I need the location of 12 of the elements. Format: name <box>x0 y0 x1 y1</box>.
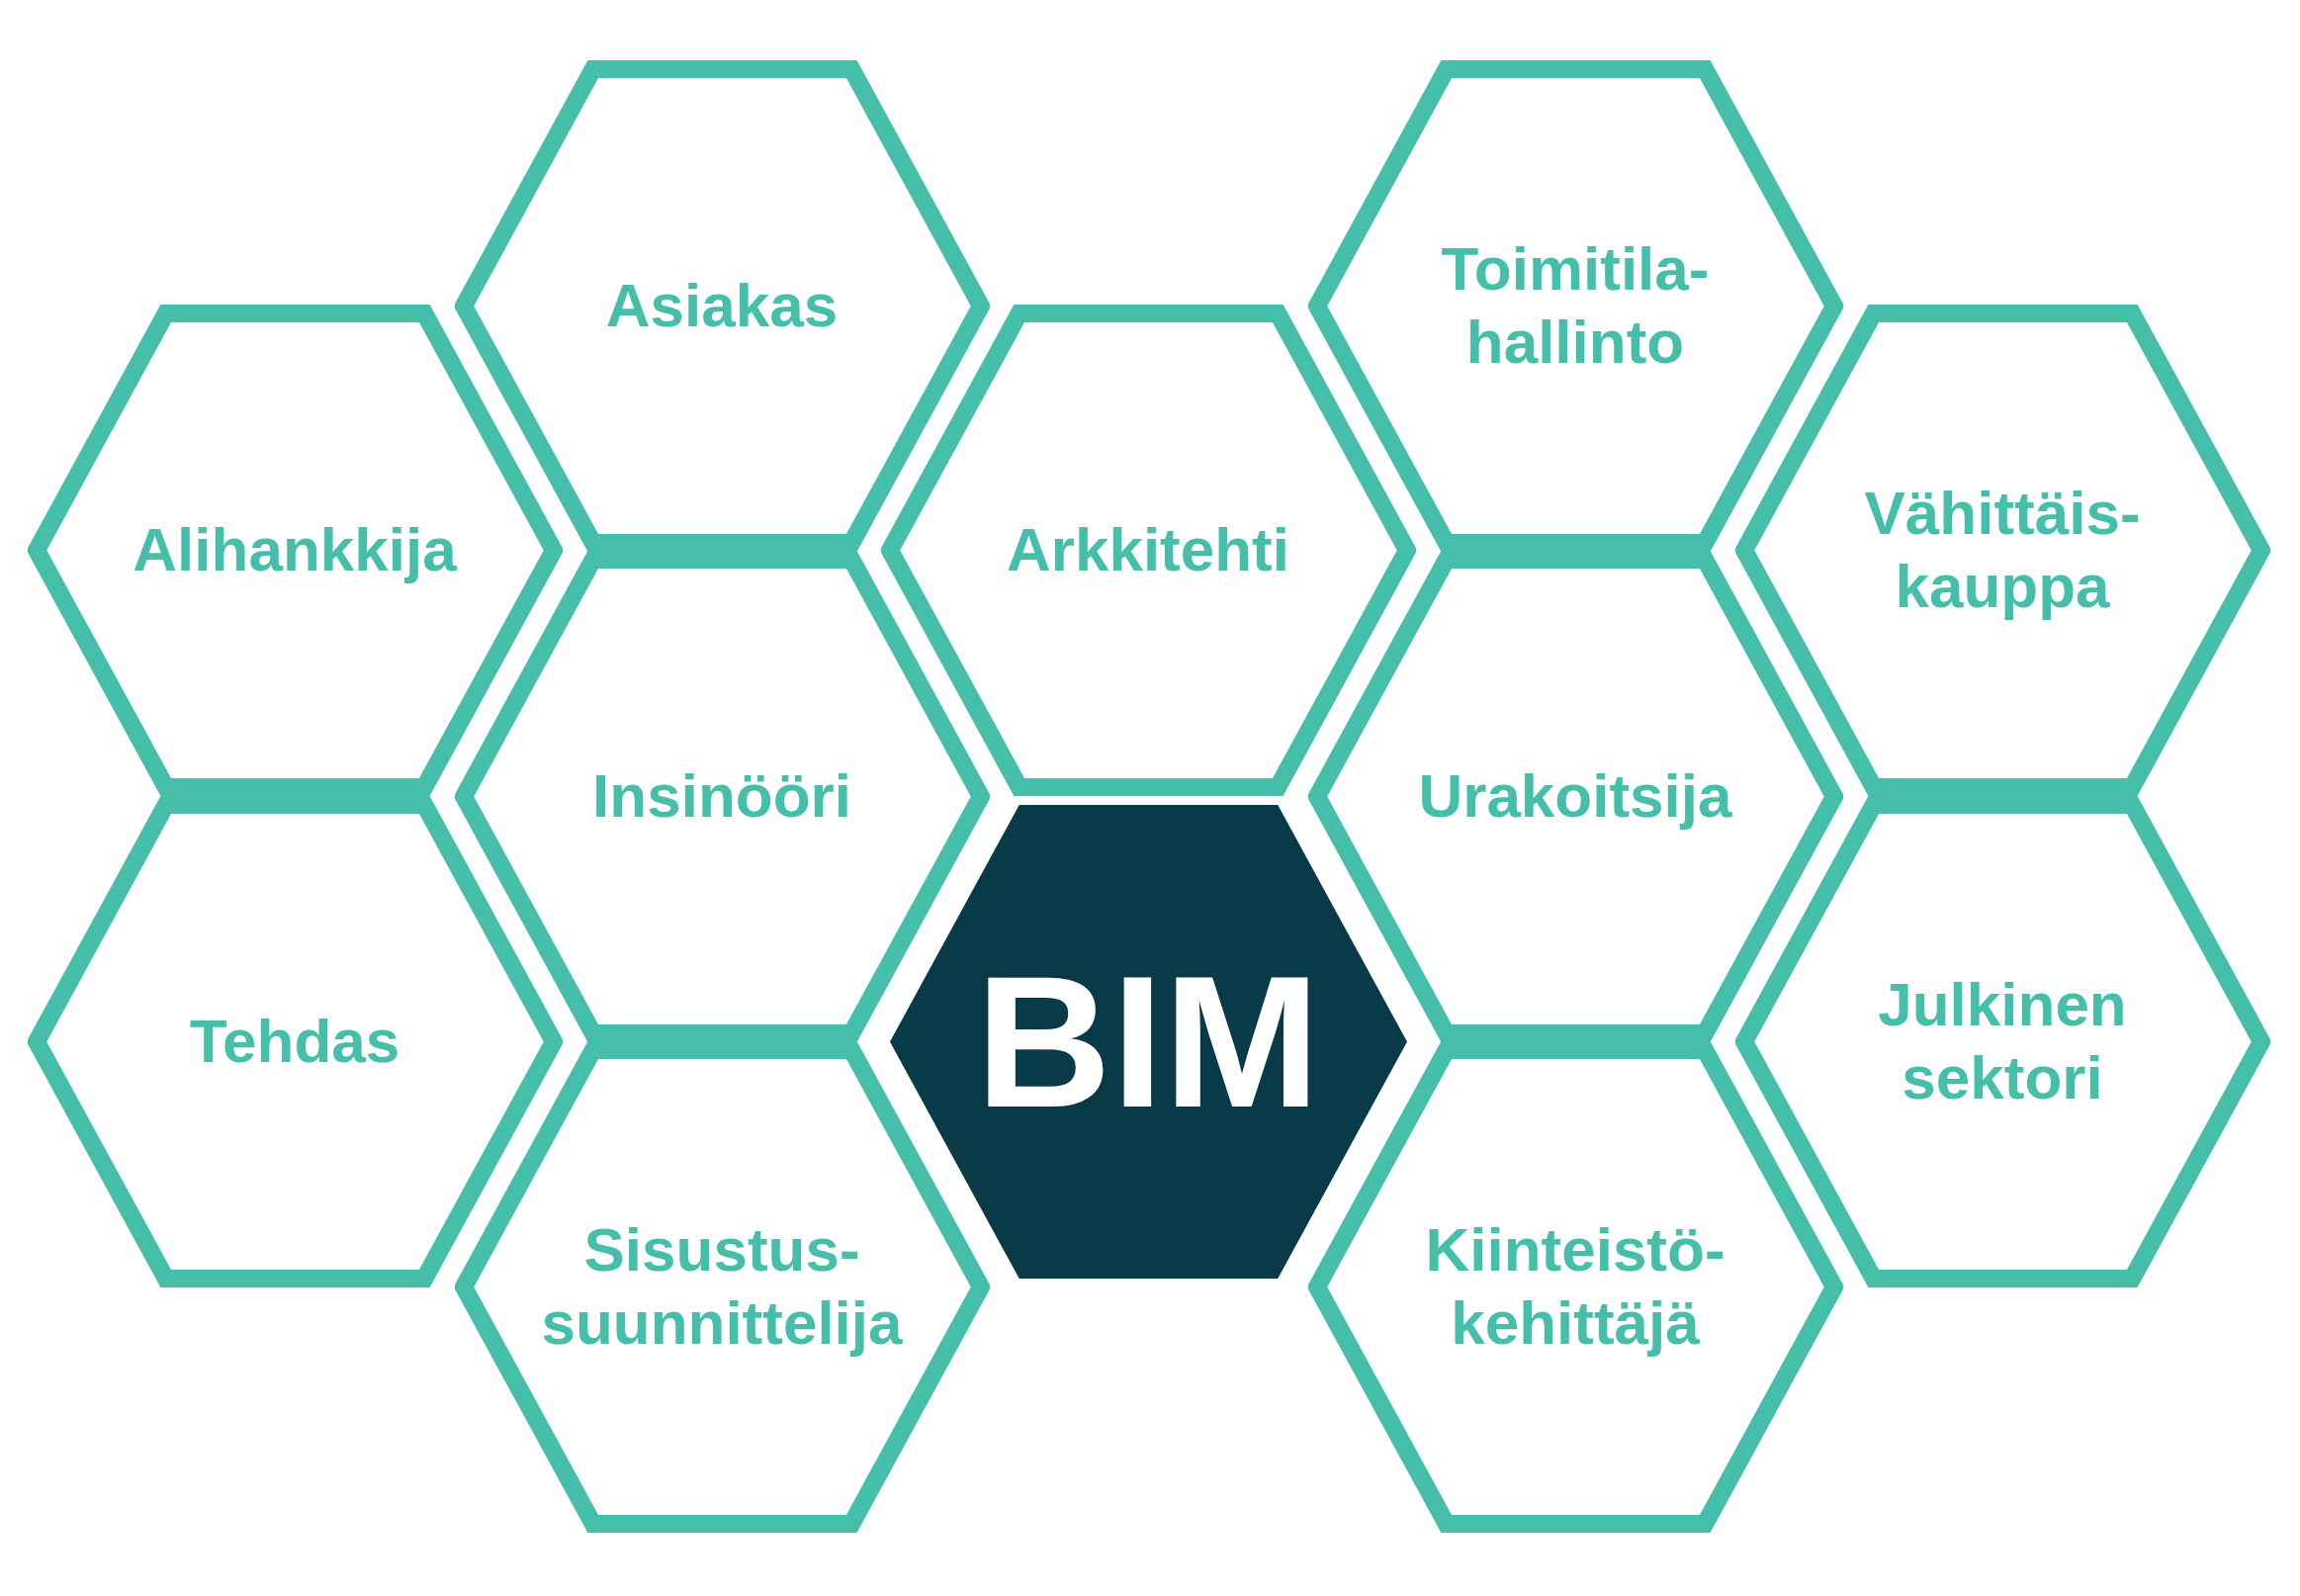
role-label: Sisustus- suunnittelija <box>540 1213 904 1359</box>
center-label: BIM <box>975 935 1321 1148</box>
role-label: Tehdas <box>188 1005 401 1077</box>
role-label: Vähittäis- kauppa <box>1863 477 2142 622</box>
role-label: Julkinen sektori <box>1877 968 2128 1113</box>
role-label: Asiakas <box>604 269 840 341</box>
role-label: Urakoitsija <box>1417 759 1733 832</box>
role-label: Arkkitehti <box>1006 513 1290 585</box>
role-label: Alihankkija <box>132 513 458 585</box>
role-label: Kiinteistö- kehittäjä <box>1424 1213 1726 1359</box>
role-label: Insinööri <box>591 759 852 832</box>
role-label: Toimitila- hallinto <box>1440 232 1711 378</box>
